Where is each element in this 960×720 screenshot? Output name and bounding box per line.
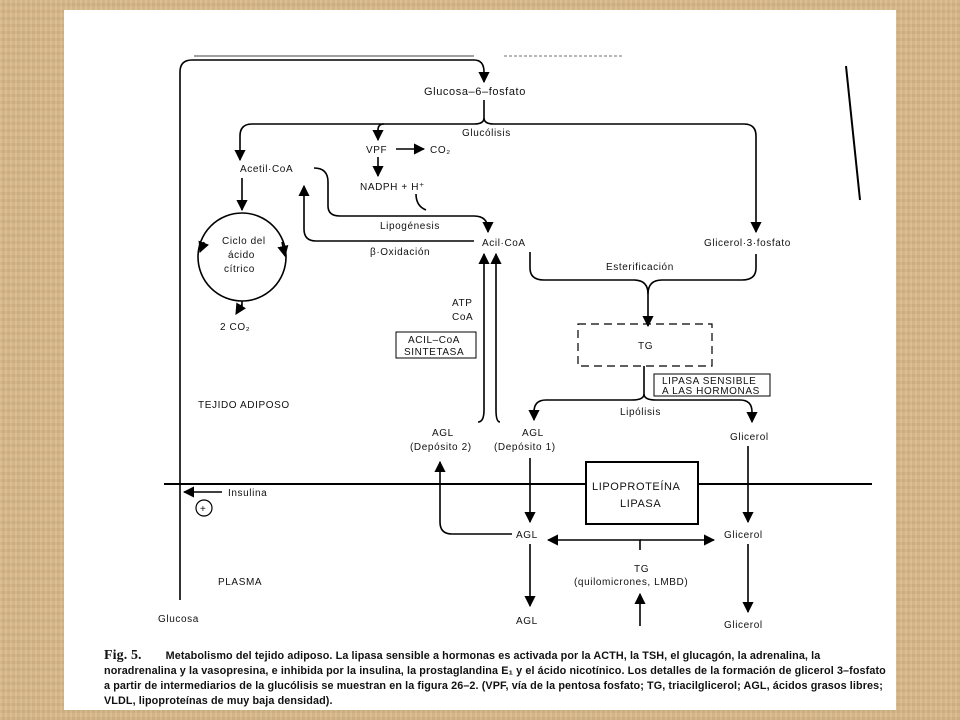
lipogenesis-arrow bbox=[313, 167, 494, 234]
synthetase-label-2: SINTETASA bbox=[404, 347, 464, 358]
glycolysis-label: Glucólisis bbox=[462, 128, 511, 139]
cycle-label-1: Ciclo del bbox=[222, 236, 266, 247]
agl-dep2-to-acylcoa bbox=[477, 252, 490, 423]
hormone-sensitive-lipase-box bbox=[653, 373, 771, 397]
lipogenesis-label: Lipogénesis bbox=[380, 221, 440, 232]
figure-caption: Fig. 5.Metabolismo del tejido adiposo. L… bbox=[104, 648, 889, 709]
agl-dep1-label: AGL bbox=[522, 428, 544, 439]
coa-label: CoA bbox=[452, 312, 473, 323]
plus-circle-icon bbox=[195, 499, 213, 517]
lpl-label-1: LIPOPROTEÍNA bbox=[592, 480, 681, 493]
esterification-right bbox=[647, 254, 757, 295]
co2-top-label: CO₂ bbox=[430, 145, 451, 156]
glycerol-3-phosphate-label: Glicerol·3·fosfato bbox=[704, 238, 791, 249]
plasma-tg-to-agl bbox=[546, 534, 641, 550]
cycle-label-3: cítrico bbox=[224, 264, 255, 275]
glucose-label: Glucosa bbox=[158, 614, 199, 625]
hsl-label-1: LIPASA SENSIBLE bbox=[662, 376, 756, 387]
plasma-tg-label: TG bbox=[634, 564, 649, 575]
bottom-agl-label: AGL bbox=[516, 616, 538, 627]
adipose-metabolism-diagram: Glucosa–6–fosfato Glucólisis VPF CO₂ NAD… bbox=[158, 55, 872, 631]
agl-dep1-to-acylcoa bbox=[490, 252, 502, 423]
acetyl-coa-label: Acetil·CoA bbox=[240, 164, 293, 175]
nadph-label: NADPH + H⁺ bbox=[360, 182, 425, 193]
glucose-6-phosphate-label: Glucosa–6–fosfato bbox=[424, 86, 526, 98]
lipolysis-left bbox=[528, 393, 645, 422]
esterification-label: Esterificación bbox=[606, 262, 674, 273]
cycle-label-2: ácido bbox=[228, 250, 255, 261]
acyl-coa-label: Acil·CoA bbox=[482, 238, 526, 249]
synthetase-label-1: ACIL–CoA bbox=[408, 335, 460, 346]
figure-number: Fig. 5. bbox=[104, 648, 142, 663]
glycolysis-left-branch bbox=[234, 117, 485, 162]
plus-sign: + bbox=[200, 504, 206, 515]
plasma-glycerol-label: Glicerol bbox=[724, 530, 763, 541]
tissue-tg-label: TG bbox=[638, 341, 653, 352]
plasma-agl-to-dep2 bbox=[434, 460, 512, 535]
tissue-tg-box bbox=[577, 323, 713, 367]
lipolysis-label: Lipólisis bbox=[620, 407, 661, 418]
acyl-coa-synthetase-box bbox=[395, 331, 477, 359]
beta-oxidation-arrow bbox=[298, 184, 474, 242]
chylomicrons-label: (quilomicrones, LMBD) bbox=[574, 577, 688, 588]
dep2-label: (Depósito 2) bbox=[410, 442, 472, 453]
lipoprotein-lipase-box bbox=[585, 461, 699, 525]
dep1-label: (Depósito 1) bbox=[494, 442, 556, 453]
beta-oxidation-label: β·Oxidación bbox=[370, 247, 430, 258]
esterification-left bbox=[529, 252, 654, 328]
lpl-label-2: LIPASA bbox=[620, 498, 661, 510]
scan-artifact-line bbox=[845, 65, 861, 201]
slide: Glucosa–6–fosfato Glucólisis VPF CO₂ NAD… bbox=[64, 10, 896, 710]
vpf-label: VPF bbox=[366, 145, 387, 156]
adipose-tissue-label: TEJIDO ADIPOSO bbox=[198, 400, 290, 411]
bottom-glycerol-label: Glicerol bbox=[724, 620, 763, 631]
agl-dep2-label: AGL bbox=[432, 428, 454, 439]
hsl-label-2: A LAS HORMONAS bbox=[662, 386, 760, 397]
lipolysis-right bbox=[643, 393, 758, 424]
tissue-glycerol-label: Glicerol bbox=[730, 432, 769, 443]
cycle-co2-label: 2 CO₂ bbox=[220, 322, 250, 333]
glycolysis-right-branch bbox=[483, 117, 762, 234]
insulin-label: Insulina bbox=[228, 488, 267, 499]
plasma-agl-label: AGL bbox=[516, 530, 538, 541]
glucose-uptake-line bbox=[179, 59, 490, 600]
pentose-branch bbox=[372, 123, 385, 142]
atp-label: ATP bbox=[452, 298, 473, 309]
plasma-label: PLASMA bbox=[218, 577, 262, 588]
caption-text: Metabolismo del tejido adiposo. La lipas… bbox=[104, 650, 886, 707]
